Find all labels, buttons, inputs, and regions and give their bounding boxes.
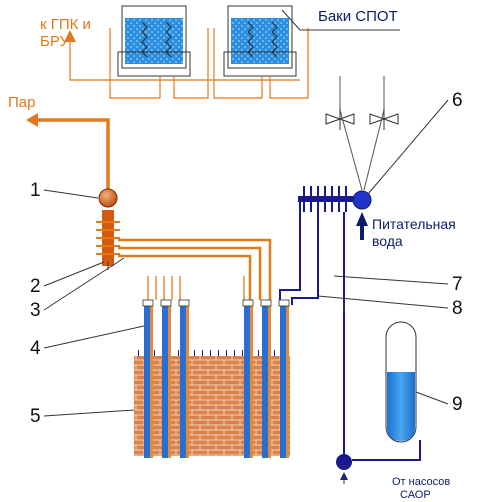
leader-lines: [43, 9, 449, 484]
drum-separator-icon: [96, 188, 120, 270]
pump-icon: [336, 454, 352, 470]
steam-water-risers: [118, 238, 272, 300]
spot-tank-left: [117, 5, 191, 77]
callout-1: 1: [30, 180, 41, 201]
callout-6: 6: [452, 90, 463, 111]
callout-7: 7: [452, 274, 463, 295]
from-pumps-label-line1: От насосов: [392, 476, 451, 488]
callout-9: 9: [452, 394, 463, 415]
spot-tanks-label: Баки СПОТ: [318, 8, 398, 25]
core-top-pins: [138, 350, 283, 356]
feedwater-label-line2: вода: [372, 233, 403, 249]
gpk-bru-text: к ГПК и БРУ: [40, 16, 91, 50]
fuel-channels: [142, 276, 290, 458]
arrow-up-icon: [64, 30, 76, 42]
main-steam-line: [36, 118, 110, 190]
valve-icon: [325, 108, 399, 130]
callout-2: 2: [30, 276, 41, 297]
callout-5: 5: [30, 406, 41, 427]
arrow-up-icon: [356, 212, 368, 240]
valve-lines: [339, 76, 385, 191]
feedwater-lines: [279, 200, 421, 461]
callout-8: 8: [452, 298, 463, 319]
from-pumps-label-line2: САОР: [400, 489, 431, 501]
steam-label: Пар: [8, 94, 36, 111]
feedwater-label-line1: Питательная: [372, 216, 456, 232]
callout-3: 3: [30, 300, 41, 321]
accumulator-tank: [385, 321, 417, 443]
pump-icon: [352, 190, 372, 210]
spot-tank-right: [223, 5, 297, 77]
gpk-bru-label: к ГПК и БРУ: [40, 16, 110, 50]
arrow-left-icon: [26, 113, 38, 127]
distribution-header: [298, 186, 358, 212]
callout-4: 4: [30, 338, 41, 359]
tank-steam-lines: [69, 28, 309, 99]
